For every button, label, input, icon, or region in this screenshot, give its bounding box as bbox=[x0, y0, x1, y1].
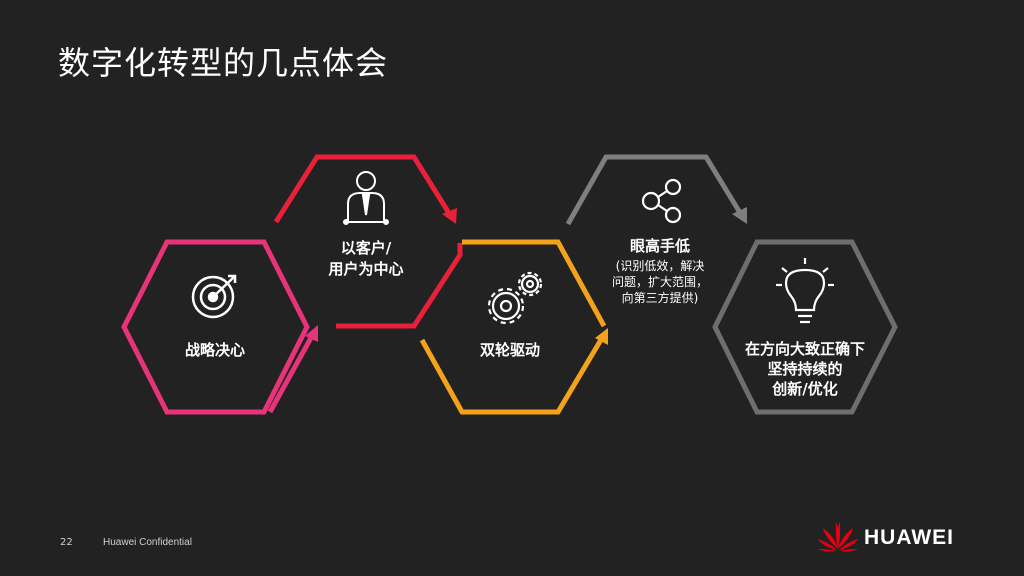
page-title: 数字化转型的几点体会 bbox=[58, 44, 389, 82]
step-strategy-label: 战略决心 bbox=[184, 341, 245, 359]
brand-name: HUAWEI bbox=[864, 526, 954, 549]
step-vision-note-line1: (识别低效，解决 bbox=[615, 259, 705, 273]
step-vision-note-line2: 问题，扩大范围， bbox=[611, 275, 708, 289]
lightbulb-icon bbox=[776, 258, 834, 324]
step-vision-label: 眼高手低 bbox=[629, 237, 690, 255]
hexagon-strategy bbox=[121, 239, 310, 415]
step-innovation-label-line2: 坚持持续的 bbox=[767, 360, 843, 378]
person-icon bbox=[343, 171, 389, 225]
step-customer-label-line2: 用户为中心 bbox=[328, 260, 404, 278]
confidential-label: Huawei Confidential bbox=[103, 537, 192, 548]
share-icon bbox=[641, 178, 682, 224]
gears-icon bbox=[487, 271, 543, 325]
page-number: 22 bbox=[60, 537, 73, 548]
hexagon-innovation bbox=[712, 239, 898, 415]
target-icon bbox=[191, 274, 237, 319]
step-vision-note-line3: 向第三方提供) bbox=[621, 291, 699, 305]
hexagon-dual-drive bbox=[419, 239, 608, 415]
hexagon-vision bbox=[565, 154, 747, 226]
hexagon-customer bbox=[267, 154, 463, 414]
step-customer-label-line1: 以客户/ bbox=[340, 239, 392, 257]
step-innovation-label-line3: 创新/优化 bbox=[772, 380, 838, 398]
step-innovation-label-line1: 在方向大致正确下 bbox=[744, 340, 865, 358]
huawei-logo-icon bbox=[818, 522, 858, 552]
step-dual-drive-label: 双轮驱动 bbox=[479, 341, 540, 359]
